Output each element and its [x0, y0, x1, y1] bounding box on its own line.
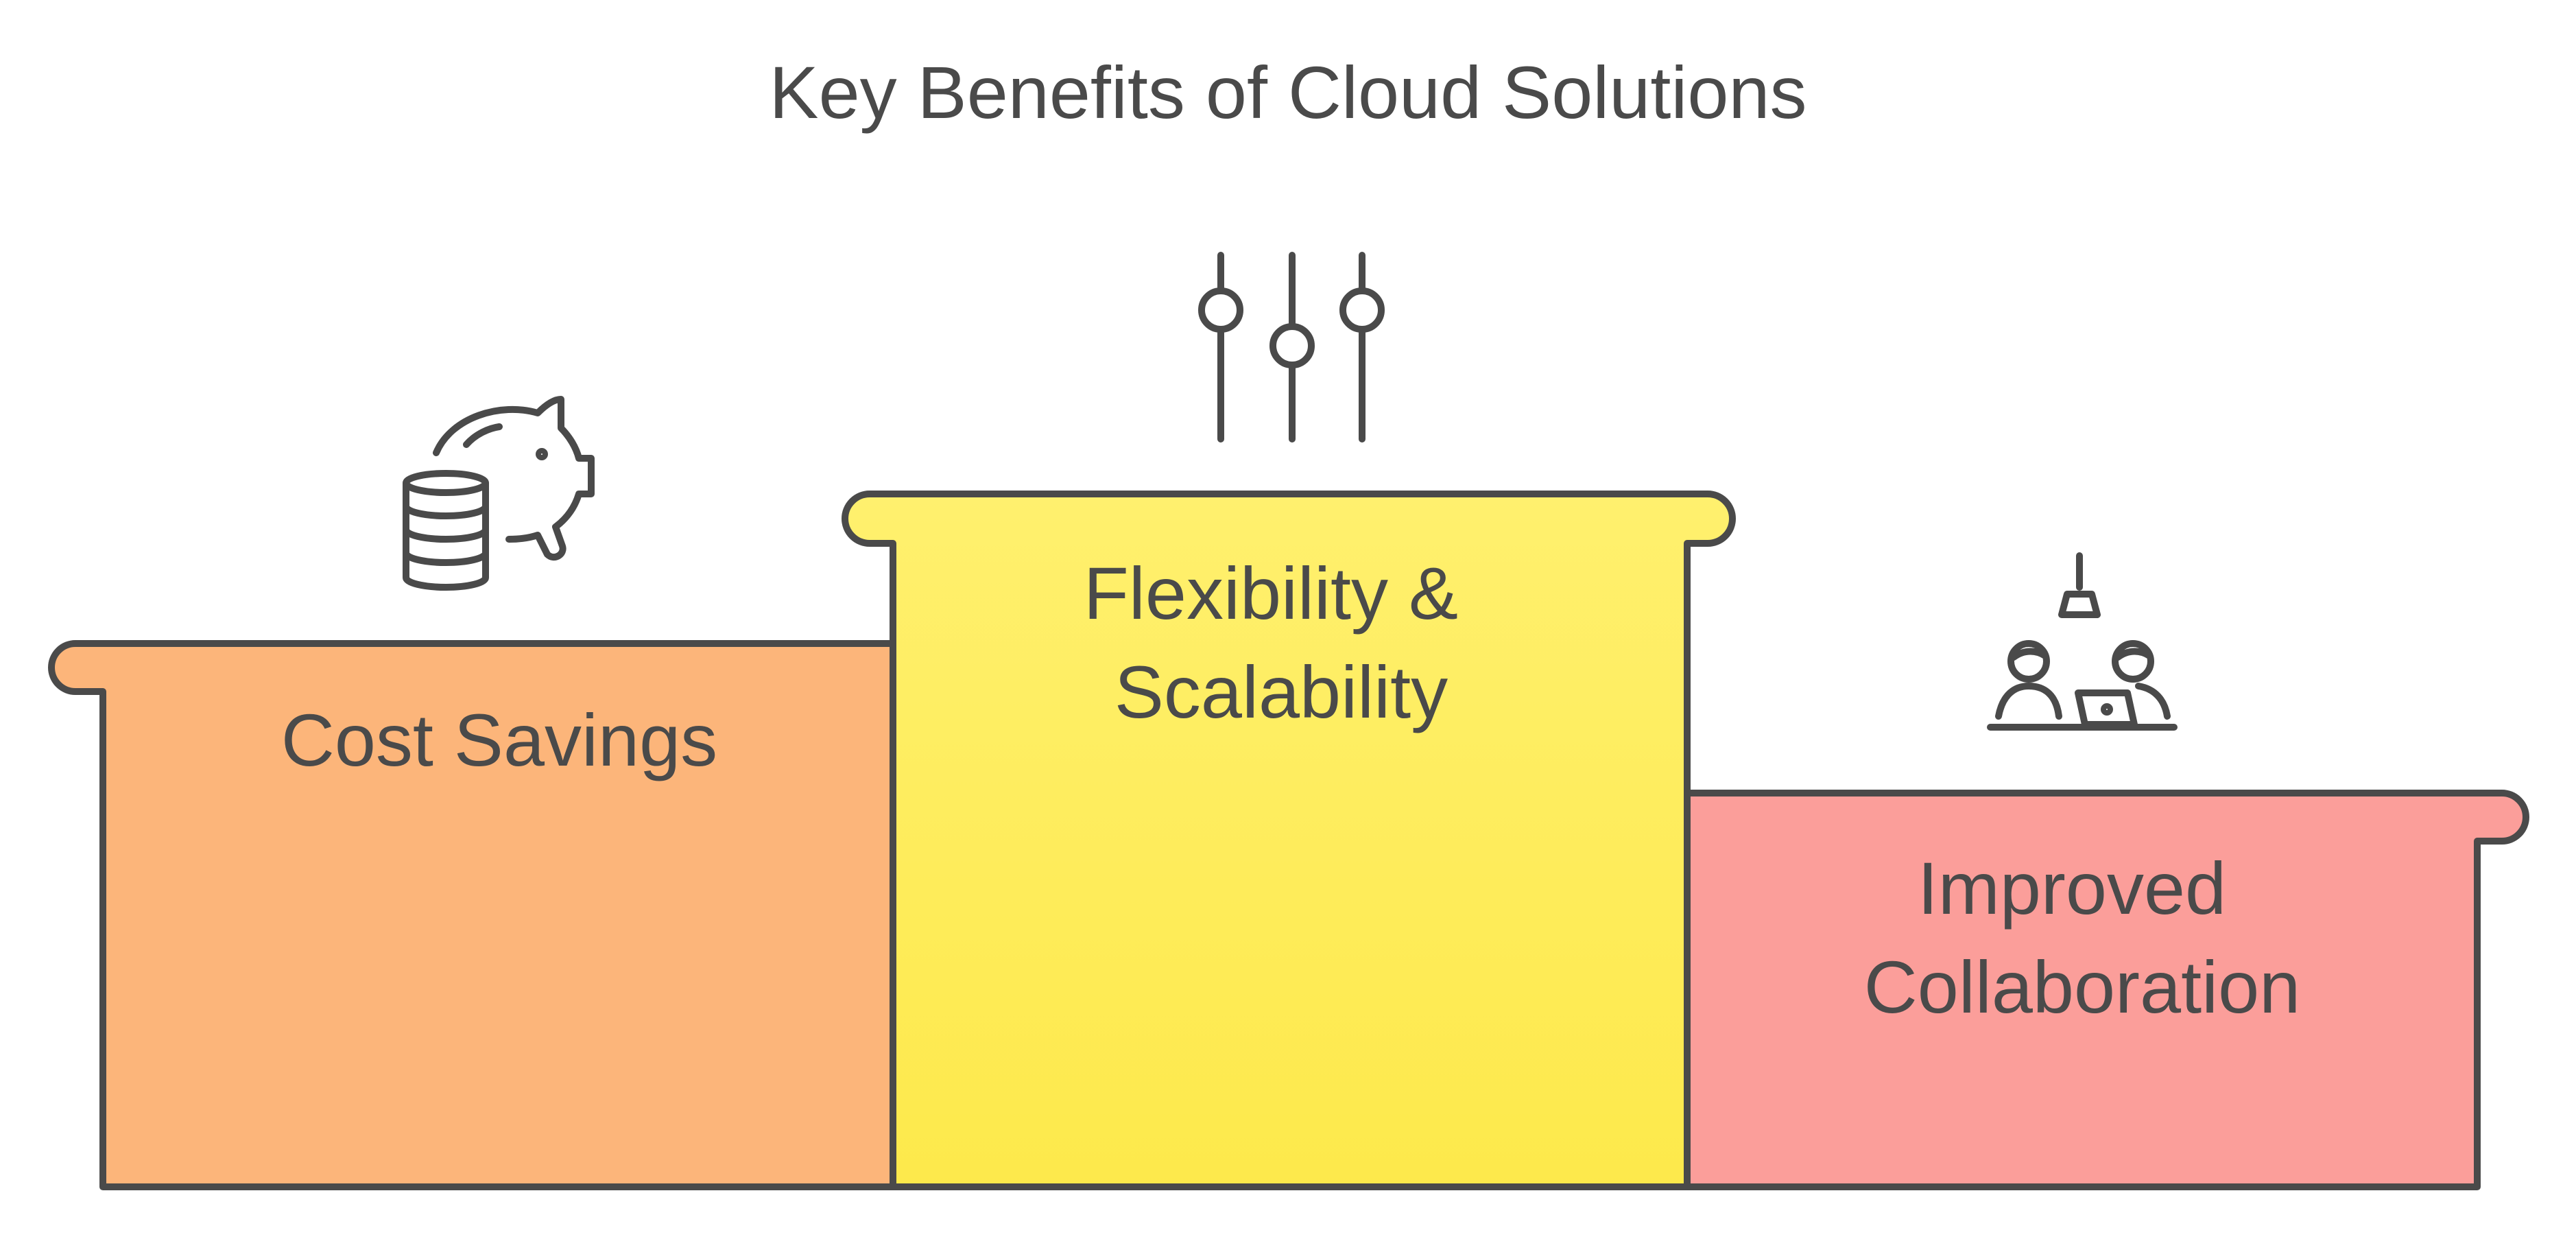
- team-meeting-icon: [1987, 552, 2178, 731]
- step-improved-collaboration-block: [1684, 790, 2529, 1190]
- step-flexibility-scalability-label: Flexibility & Scalability: [1084, 552, 1479, 733]
- sliders-icon: [1198, 252, 1385, 442]
- piggy-bank-coins-icon: [403, 396, 595, 591]
- step-improved-collaboration: Improved Collaboration: [1684, 790, 2529, 1190]
- step-cost-savings-block: [48, 640, 896, 1190]
- step-cost-savings: Cost Savings: [48, 640, 896, 1190]
- step-cost-savings-label: Cost Savings: [281, 698, 717, 781]
- step-flexibility-scalability-block: [842, 491, 1736, 1190]
- diagram-title: Key Benefits of Cloud Solutions: [770, 51, 1807, 134]
- step-improved-collaboration-label: Improved Collaboration: [1864, 847, 2300, 1028]
- step-flexibility-scalability: Flexibility & Scalability: [842, 491, 1736, 1190]
